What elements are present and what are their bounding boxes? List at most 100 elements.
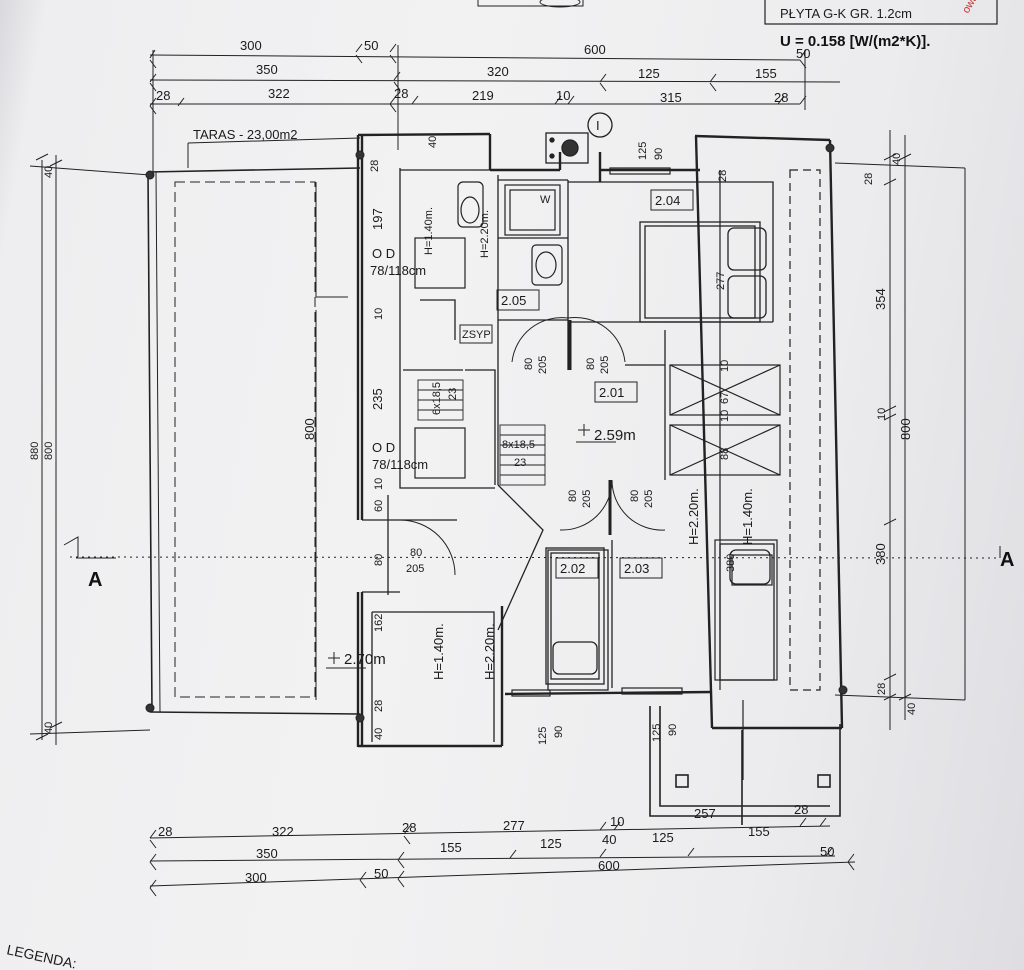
bottom-dim-2-4: 40	[602, 832, 616, 847]
bottom-dim-2-1: 350	[256, 846, 278, 861]
bed-right	[719, 543, 775, 681]
win-a-width: 125	[637, 142, 649, 160]
stairs	[417, 379, 546, 486]
stamp-text: owa 86	[960, 0, 988, 16]
right-dimension-lines	[834, 130, 966, 730]
bed-2-02	[545, 547, 605, 685]
dim-197: 197	[370, 208, 385, 230]
bottom-dim-3-1: 300	[245, 870, 267, 885]
section-mark-left: A	[88, 569, 102, 591]
dim-10-a: 10	[373, 308, 385, 320]
dim-800-terrace: 800	[302, 418, 317, 440]
right-wing	[669, 169, 821, 780]
dim-10-c: 10	[719, 360, 731, 372]
left-dim-40-bottom: 40	[43, 722, 55, 734]
top-dim-2-3: 125	[638, 66, 660, 81]
bottom-dimension-lines	[149, 817, 856, 897]
top-dim-2-2: 320	[487, 64, 509, 79]
right-dim-800: 800	[898, 418, 913, 440]
plate-label-box	[764, 0, 998, 25]
win-c-height: 90	[667, 724, 679, 736]
dim-28-a: 28	[373, 700, 385, 712]
bottom-dim-1-1: 28	[158, 824, 172, 839]
height-140-b: H=1.40m.	[740, 488, 755, 545]
bottom-dim-3-4: 50	[820, 844, 834, 859]
room-2-02-box	[555, 557, 599, 579]
top-dim-3-5: 10	[556, 88, 570, 103]
right-dim-354: 354	[873, 288, 888, 310]
bed-2-04	[639, 221, 767, 323]
section-mark-right: A	[1000, 549, 1014, 571]
height-220-c: H=2.20m.	[482, 623, 497, 680]
room-partitions	[362, 168, 774, 742]
window-od-2-size: 78/118cm	[372, 457, 428, 472]
level-2-59: 2.59m	[594, 427, 636, 444]
plate-label: PŁYTA G-K GR. 1.2cm	[780, 6, 912, 21]
win-b-width: 125	[537, 727, 549, 745]
bottom-dim-3-3: 600	[598, 858, 620, 873]
dim-40-a: 40	[427, 136, 439, 148]
dim-80-a: 80	[373, 554, 385, 566]
bottom-dim-1-3: 28	[402, 820, 416, 835]
bottom-dim-1-6: 257	[694, 806, 716, 821]
door-arcs	[399, 316, 666, 576]
dim-10-d: 10	[719, 410, 731, 422]
dim-162: 162	[373, 614, 385, 632]
chimney	[545, 112, 613, 164]
room-2-05: 2.05	[501, 293, 526, 308]
door-d-width: 80	[629, 490, 641, 502]
dim-380: 380	[725, 554, 737, 572]
top-dim-3-6: 315	[660, 90, 682, 105]
win-b-height: 90	[553, 726, 565, 738]
top-dim-1-1: 300	[240, 38, 262, 53]
top-dim-3-3: 28	[394, 86, 408, 101]
shower-w: W	[540, 194, 551, 206]
bathroom-fixtures	[414, 181, 563, 479]
posts	[145, 143, 848, 723]
top-dim-3-4: 219	[472, 88, 494, 103]
top-dim-2-1: 350	[256, 62, 278, 77]
dim-10-b: 10	[373, 478, 385, 490]
bottom-dim-2-3: 125	[540, 836, 562, 851]
door-c-width: 80	[567, 490, 579, 502]
height-140-a: H=1.40m.	[423, 207, 435, 255]
bottom-dim-2-5: 125	[652, 830, 674, 845]
zsyp-box	[459, 324, 493, 344]
room-2-03: 2.03	[624, 561, 649, 576]
left-dim-800: 800	[43, 442, 55, 460]
dim-235: 235	[370, 388, 385, 410]
level-2-70: 2.70m	[344, 651, 386, 668]
door-c-height: 205	[581, 490, 593, 508]
top-dim-1-4: 50	[796, 46, 810, 61]
u-value: U = 0.158 [W/(m2*K)].	[780, 33, 930, 50]
windows	[511, 167, 683, 697]
section-line	[69, 556, 1001, 559]
door-e-height: 205	[406, 563, 424, 575]
window-od-1: O D	[372, 246, 395, 261]
win-c-width: 125	[651, 724, 663, 742]
left-dim-40-top: 40	[43, 166, 55, 178]
room-2-01: 2.01	[599, 385, 624, 400]
top-dim-3-1: 28	[156, 88, 170, 103]
bottom-dim-1-7: 28	[794, 802, 808, 817]
bottom-dim-1-2: 322	[272, 824, 294, 839]
room-2-05-box	[496, 289, 540, 311]
bottom-dim-2-6: 155	[748, 824, 770, 839]
right-dim-10: 10	[876, 408, 888, 420]
door-b-height: 205	[599, 356, 611, 374]
bottom-dim-1-4: 277	[503, 818, 525, 833]
height-140-c: H=1.40m.	[431, 623, 446, 680]
room-2-04: 2.04	[655, 193, 680, 208]
right-dim-380: 380	[873, 543, 888, 565]
right-dim-40-bottom: 40	[906, 703, 918, 715]
door-b-width: 80	[585, 358, 597, 370]
stairs-a-step: 23	[447, 388, 459, 400]
dim-60: 60	[373, 500, 385, 512]
section-i: I	[596, 118, 600, 133]
room-2-01-box	[594, 381, 638, 403]
top-dim-1-2: 50	[364, 38, 378, 53]
stairs-a-label: 6x18,5	[431, 382, 443, 415]
top-dim-2-4: 155	[755, 66, 777, 81]
top-dim-1-3: 600	[584, 42, 606, 57]
